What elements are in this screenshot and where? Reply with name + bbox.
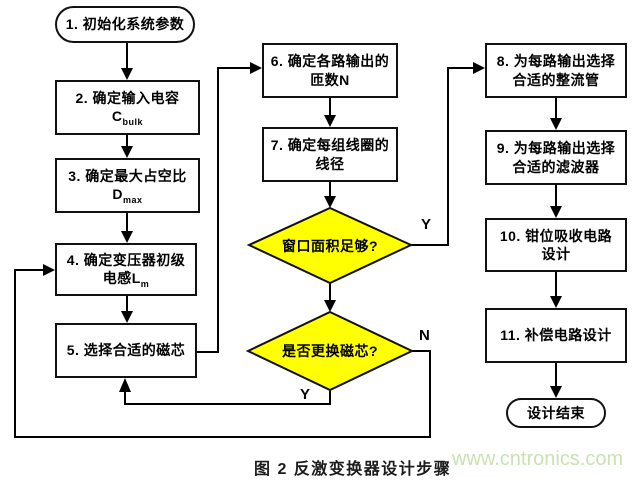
arrowhead-step2-step3 [121,146,133,158]
end-node: 设计结束 [506,398,606,428]
step11-label: 11. 补偿电路设计 [500,327,612,344]
step4-line2: 电感Lm [102,269,150,289]
step3-box: 3. 确定最大占空比 Dmax [55,158,200,213]
arrowhead-step3-step4 [121,231,133,243]
step5-label: 5. 选择合适的磁芯 [66,342,186,359]
arrowhead-step4-step5 [121,311,133,323]
step7-line1: 7. 确定每组线圈的 [270,137,390,154]
arrowhead-decision2-step4 [43,264,55,276]
watermark-text: www.cntronics.com [452,448,624,470]
step6-line1: 6. 确定各路输出的 [270,53,390,70]
step7-line2: 线径 [315,155,345,172]
step9-line1: 9. 为每路输出选择 [496,140,616,157]
step8-line1: 8. 为每路输出选择 [496,53,616,70]
decision1-diamond-shape [246,206,414,285]
step8-line2: 合适的整流管 [512,71,600,88]
arrowhead-step11-end [550,386,562,398]
decision1-label: 窗口面积足够? [281,237,379,254]
arrowhead-decision1-decision2 [324,300,336,312]
connector-decision2-step4 [14,269,431,438]
figure-caption: 图 2 反激变换器设计步骤 [254,461,452,478]
arrowhead-decision1-step8 [473,62,485,74]
connector-decision2-step5 [124,390,331,405]
step10-line1: 10. 钳位吸收电路 [499,227,613,244]
decision2-no-label: N [419,327,430,344]
step7-box: 7. 确定每组线圈的 线径 [262,127,398,182]
step6-box: 6. 确定各路输出的 匝数N [262,43,398,98]
start-label: 1. 初始化系统参数 [65,16,185,33]
start-node: 1. 初始化系统参数 [55,6,195,43]
connector-step5-step6 [197,67,250,353]
decision2-yes-label: Y [300,386,311,403]
arrowhead-start-step2 [121,68,133,80]
arrowhead-step8-step9 [550,118,562,130]
step11-box: 11. 补偿电路设计 [485,308,627,363]
step2-line2: Cbulk [111,107,144,127]
arrowhead-decision2-step5 [119,378,131,392]
arrowhead-step9-step10 [550,206,562,218]
connector-decision1-step8 [411,67,473,246]
step3-line2: Dmax [112,185,143,205]
step6-line2: 匝数N [310,71,350,88]
decision2-diamond-shape [245,310,415,392]
step4-box: 4. 确定变压器初级 电感Lm [55,243,197,296]
step2-box: 2. 确定输入电容 Cbulk [55,80,200,135]
step5-box: 5. 选择合适的磁芯 [55,323,197,378]
step8-box: 8. 为每路输出选择 合适的整流管 [485,43,627,98]
step10-line2: 设计 [541,246,571,262]
arrowhead-step10-step11 [550,296,562,308]
arrowhead-step5-step6 [250,62,262,74]
step4-line1: 4. 确定变压器初级 [66,251,186,268]
step10-box: 10. 钳位吸收电路 设计 [485,218,627,272]
step2-line1: 2. 确定输入电容 [75,89,180,106]
decision1-yes-label: Y [421,216,432,233]
step9-box: 9. 为每路输出选择 合适的滤波器 [485,130,627,185]
step9-line2: 合适的滤波器 [512,158,600,175]
arrowhead-step7-decision1 [324,196,336,208]
step3-line1: 3. 确定最大占空比 [68,167,187,184]
arrowhead-step6-step7 [324,115,336,127]
decision2-label: 是否更换磁芯? [281,343,379,359]
end-label: 设计结束 [527,404,585,421]
